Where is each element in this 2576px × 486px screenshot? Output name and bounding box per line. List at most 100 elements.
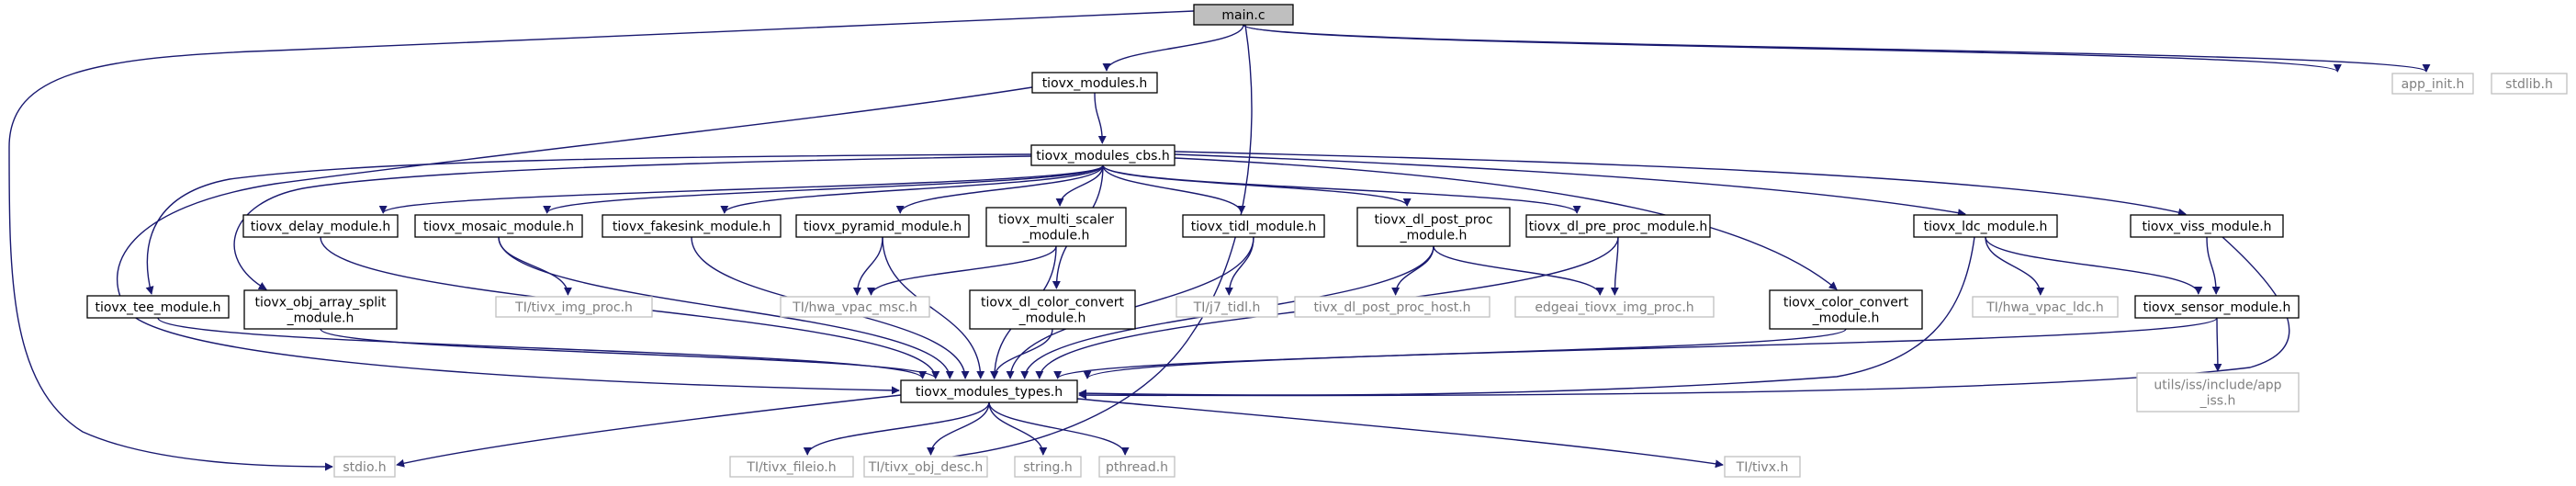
edge-types-to-stdio <box>396 394 902 468</box>
node-string: string.h <box>1014 456 1082 478</box>
edge-modules-to-types <box>116 86 1033 395</box>
node-box <box>2391 73 2474 95</box>
edge-viss-to-sensor <box>2206 236 2221 295</box>
node-box <box>1176 296 1278 318</box>
node-dlpost[interactable]: tiovx_dl_post_proc_module.h <box>1356 207 1511 247</box>
node-label: _module.h <box>1018 311 1086 326</box>
node-label: TI/tivx_fileio.h <box>746 460 836 475</box>
edge-mosaic-to-imgproc <box>498 236 572 296</box>
node-label: tiovx_ldc_module.h <box>1924 220 2048 234</box>
node-box <box>1356 207 1511 247</box>
node-appiss: utils/iss/include/app_iss.h <box>2136 372 2300 413</box>
edge-ldc-to-sensor <box>1985 236 2203 295</box>
node-colorconv[interactable]: tiovx_color_convert_module.h <box>1769 289 1923 330</box>
node-box <box>2134 295 2300 319</box>
node-dlcc[interactable]: tiovx_dl_color_convert_module.h <box>969 289 1136 330</box>
node-imgproc: TI/tivx_img_proc.h <box>495 296 653 318</box>
node-label: tiovx_color_convert <box>1783 296 1909 311</box>
node-box <box>1014 456 1082 478</box>
node-fakesink[interactable]: tiovx_fakesink_module.h <box>602 214 782 238</box>
node-label: tiovx_mosaic_module.h <box>423 220 574 234</box>
node-label: tiovx_delay_module.h <box>251 220 391 234</box>
node-label: pthread.h <box>1106 460 1168 475</box>
edge-cbs-to-objarr <box>233 155 1032 290</box>
node-ldc[interactable]: tiovx_ldc_module.h <box>1913 214 2058 238</box>
node-box <box>795 214 970 238</box>
edge-main-to-app_init <box>1243 24 2342 73</box>
nodes-layer: main.c tiovx_modules.h app_init.h stdlib.h t… <box>86 4 2568 478</box>
node-label: TI/hwa_vpac_ldc.h <box>1985 300 2104 315</box>
node-stdio: stdio.h <box>333 456 396 478</box>
node-box <box>2491 73 2568 95</box>
node-box <box>1294 296 1490 318</box>
node-label: stdlib.h <box>2505 77 2553 92</box>
edge-dlpost-to-edgeai <box>1433 245 1604 296</box>
node-tidl[interactable]: tiovx_tidl_module.h <box>1182 214 1325 238</box>
edge-types-to-pthread <box>988 401 1130 456</box>
node-viss[interactable]: tiovx_viss_module.h <box>2130 214 2284 238</box>
node-label: _module.h <box>1400 229 1468 243</box>
node-dlpphost: tivx_dl_post_proc_host.h <box>1294 296 1490 318</box>
node-box <box>729 456 854 478</box>
edge-modules-to-cbs <box>1094 92 1107 144</box>
node-box <box>86 295 230 319</box>
edge-cbs-to-ldc <box>1174 153 1966 218</box>
node-label: _module.h <box>1022 229 1090 243</box>
node-label: TI/hwa_vpac_msc.h <box>792 300 917 315</box>
edge-sensor-to-appiss <box>2213 317 2222 372</box>
node-box <box>985 207 1127 247</box>
edge-types-to-objdesc <box>927 401 990 456</box>
edge-pyramid-to-types <box>882 236 985 379</box>
node-stdlib: stdlib.h <box>2491 73 2568 95</box>
node-box <box>900 379 1078 403</box>
edge-types-to-tivx <box>1076 398 1724 469</box>
edge-pyramid-to-vpacmsc <box>852 236 883 296</box>
edge-cbs-to-tee <box>145 153 1032 295</box>
edge-types-to-string <box>988 401 1048 456</box>
node-box <box>414 214 583 238</box>
edge-viss-to-types <box>1078 236 2290 400</box>
node-box <box>1031 72 1158 94</box>
node-label: tiovx_dl_color_convert <box>981 296 1125 311</box>
node-multiscaler[interactable]: tiovx_multi_scaler_module.h <box>985 207 1127 247</box>
edge-mosaic-to-types <box>498 236 954 379</box>
node-label: TI/tivx.h <box>1736 460 1789 475</box>
node-label: tivx_dl_post_proc_host.h <box>1313 300 1470 315</box>
node-fileio: TI/tivx_fileio.h <box>729 456 854 478</box>
node-box <box>1193 4 1294 26</box>
node-main[interactable]: main.c <box>1193 4 1294 26</box>
node-label: app_init.h <box>2402 77 2465 92</box>
node-pthread: pthread.h <box>1098 456 1176 478</box>
node-j7tidl: TI/j7_tidl.h <box>1176 296 1278 318</box>
node-vpacldc: TI/hwa_vpac_ldc.h <box>1972 296 2119 318</box>
edge-dlpre-to-edgeai <box>1610 236 1619 296</box>
node-label: string.h <box>1023 460 1073 475</box>
edge-cbs-to-dlpre <box>1102 164 1581 214</box>
node-label: tiovx_tidl_module.h <box>1191 220 1316 234</box>
node-mosaic[interactable]: tiovx_mosaic_module.h <box>414 214 583 238</box>
node-box <box>1514 296 1715 318</box>
node-label: tiovx_multi_scaler <box>998 213 1114 228</box>
node-label: tiovx_viss_module.h <box>2142 220 2271 234</box>
node-objarr[interactable]: tiovx_obj_array_split_module.h <box>243 289 398 330</box>
edges-layer <box>8 10 2431 471</box>
node-pyramid[interactable]: tiovx_pyramid_module.h <box>795 214 970 238</box>
node-dlpre[interactable]: tiovx_dl_pre_proc_module.h <box>1525 214 1711 238</box>
node-box <box>243 289 398 330</box>
node-label: _module.h <box>1812 311 1880 326</box>
node-app_init: app_init.h <box>2391 73 2474 95</box>
node-tee[interactable]: tiovx_tee_module.h <box>86 295 230 319</box>
node-cbs[interactable]: tiovx_modules_cbs.h <box>1030 144 1176 166</box>
edge-main-to-modules <box>1102 24 1244 72</box>
node-types[interactable]: tiovx_modules_types.h <box>900 379 1078 403</box>
node-delay[interactable]: tiovx_delay_module.h <box>242 214 399 238</box>
node-label: _module.h <box>287 311 354 326</box>
edge-ldc-to-vpacldc <box>1985 236 2045 296</box>
node-box <box>2136 372 2300 413</box>
node-box <box>1182 214 1325 238</box>
node-modules[interactable]: tiovx_modules.h <box>1031 72 1158 94</box>
node-label: utils/iss/include/app <box>2154 379 2281 393</box>
node-box <box>495 296 653 318</box>
node-label: tiovx_fakesink_module.h <box>613 220 771 234</box>
node-sensor[interactable]: tiovx_sensor_module.h <box>2134 295 2300 319</box>
